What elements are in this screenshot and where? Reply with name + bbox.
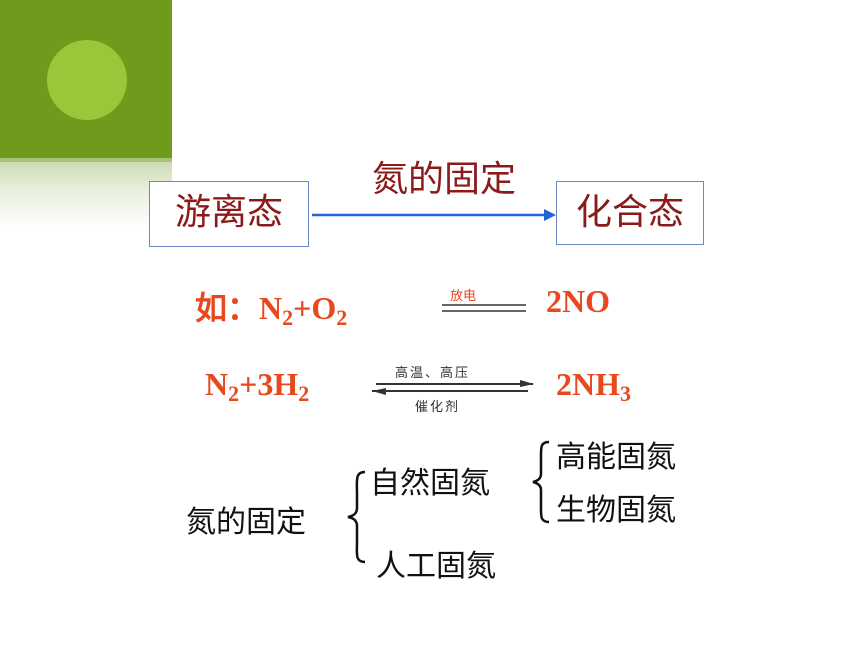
equation-1-condition: 放电 (450, 289, 477, 304)
free-state-box: 游离态 (149, 181, 309, 247)
equation-1-product: 2NO (546, 283, 610, 319)
equation-2-reactants: N2+3H2 (205, 366, 310, 406)
decorative-circle (47, 40, 127, 120)
arrow-label: 氮的固定 (372, 159, 517, 200)
decorative-divider (0, 158, 172, 162)
conversion-arrow (312, 209, 556, 221)
compound-state-box: 化合态 (556, 181, 704, 245)
decorative-gradient-band (0, 158, 172, 228)
natural-fixation-label: 自然固氮 (370, 466, 490, 501)
root-brace (347, 470, 366, 564)
equation-1-equals-sign (442, 304, 526, 312)
equation-2-condition-bottom: 催化剂 (415, 400, 461, 415)
classification-root: 氮的固定 (186, 505, 306, 540)
natural-brace (532, 440, 550, 524)
high-energy-fixation-label: 高能固氮 (556, 440, 676, 475)
biological-fixation-label: 生物固氮 (556, 493, 676, 528)
artificial-fixation-label: 人工固氮 (376, 549, 496, 584)
equation-2-product: 2NH3 (556, 366, 631, 406)
equation-2-condition-top: 高温、高压 (395, 366, 471, 381)
equation-1-reactants: 如：N2+O2 (195, 290, 348, 330)
equation-2-reversible-arrow (372, 380, 534, 395)
